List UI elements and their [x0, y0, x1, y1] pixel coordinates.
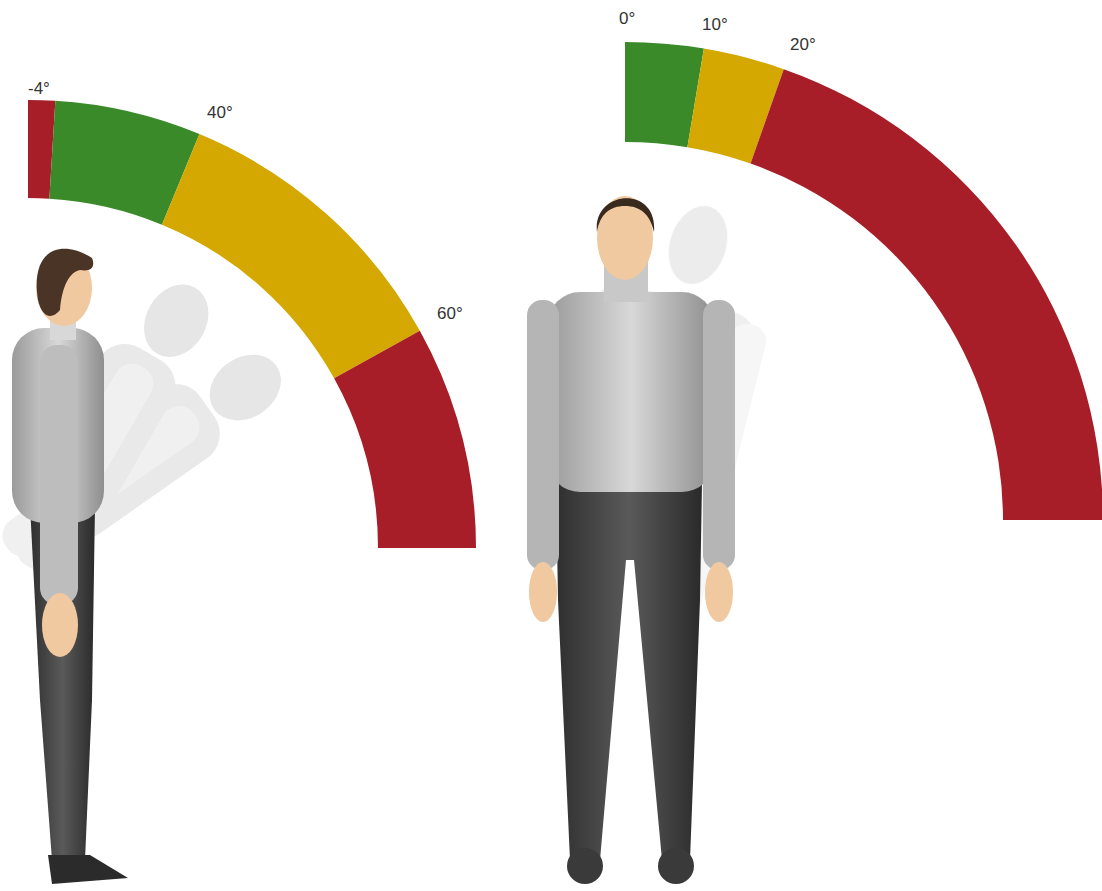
figure-part — [42, 593, 78, 657]
figure-part — [131, 273, 221, 369]
angle-label: 60° — [437, 305, 463, 322]
standing-woman — [12, 249, 128, 884]
angle-label: -4° — [28, 80, 50, 97]
figure-part — [659, 198, 737, 291]
figure-part — [567, 848, 603, 884]
figure-part — [197, 341, 294, 434]
angle-label: 40° — [207, 104, 233, 121]
gauge-band — [162, 134, 420, 378]
gauge-band — [751, 69, 1102, 520]
angle-label: 20° — [790, 36, 816, 53]
figure-part — [597, 198, 654, 232]
standing-man — [527, 196, 735, 884]
figure-part — [705, 562, 733, 622]
angle-label: 0° — [619, 10, 635, 27]
figure-part — [37, 249, 94, 316]
figure-part — [658, 848, 694, 884]
gauge-band — [334, 331, 476, 548]
figure-part — [548, 292, 714, 492]
figure-part — [529, 562, 557, 622]
figure-part — [527, 300, 559, 570]
figure-part — [40, 345, 78, 605]
figure-part — [556, 482, 702, 860]
figure-part — [703, 300, 735, 570]
angle-gauges — [28, 42, 1102, 548]
figure-part — [48, 855, 128, 884]
angle-label: 10° — [702, 16, 728, 33]
